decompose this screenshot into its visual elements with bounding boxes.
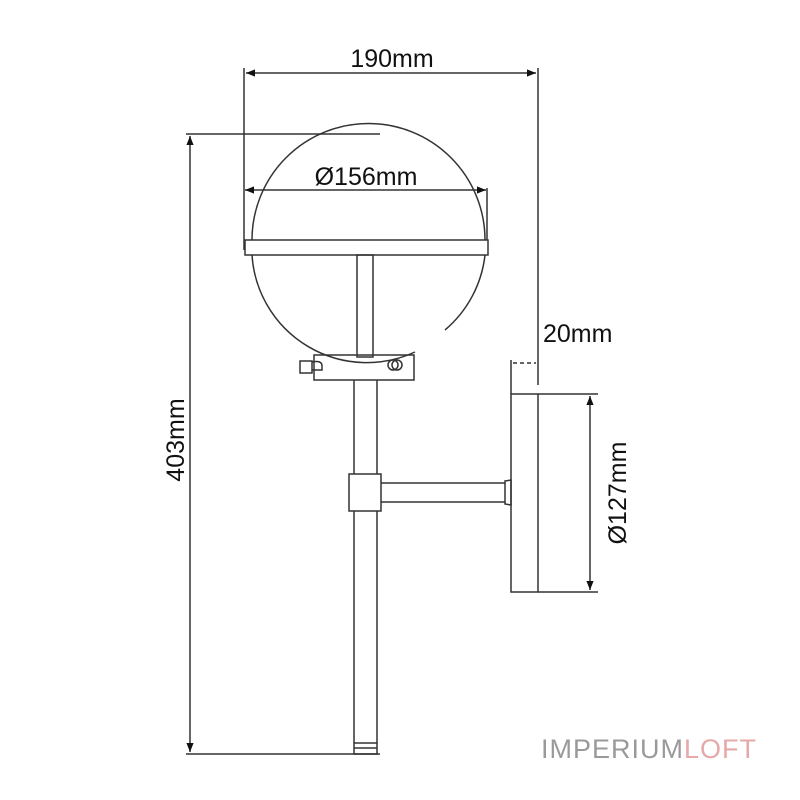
backplate [510,360,598,593]
label-shade-diameter: Ø156mm [315,163,418,191]
brand-part1: IMPERIUM [541,734,684,764]
clamp [299,354,415,381]
label-height: 403mm [162,398,190,481]
brand-part2: LOFT [684,734,758,764]
label-width: 190mm [350,45,433,73]
label-backplate-diameter: Ø127mm [604,442,632,545]
wall-arm [381,479,512,506]
shade-sphere [244,122,489,364]
brand-logo: IMPERIUMLOFT [541,734,757,765]
main-rod [348,380,382,755]
label-depth: 20mm [543,320,612,348]
height-dimension [186,133,380,755]
shade-stem [356,254,374,358]
width-dimension [243,68,539,385]
